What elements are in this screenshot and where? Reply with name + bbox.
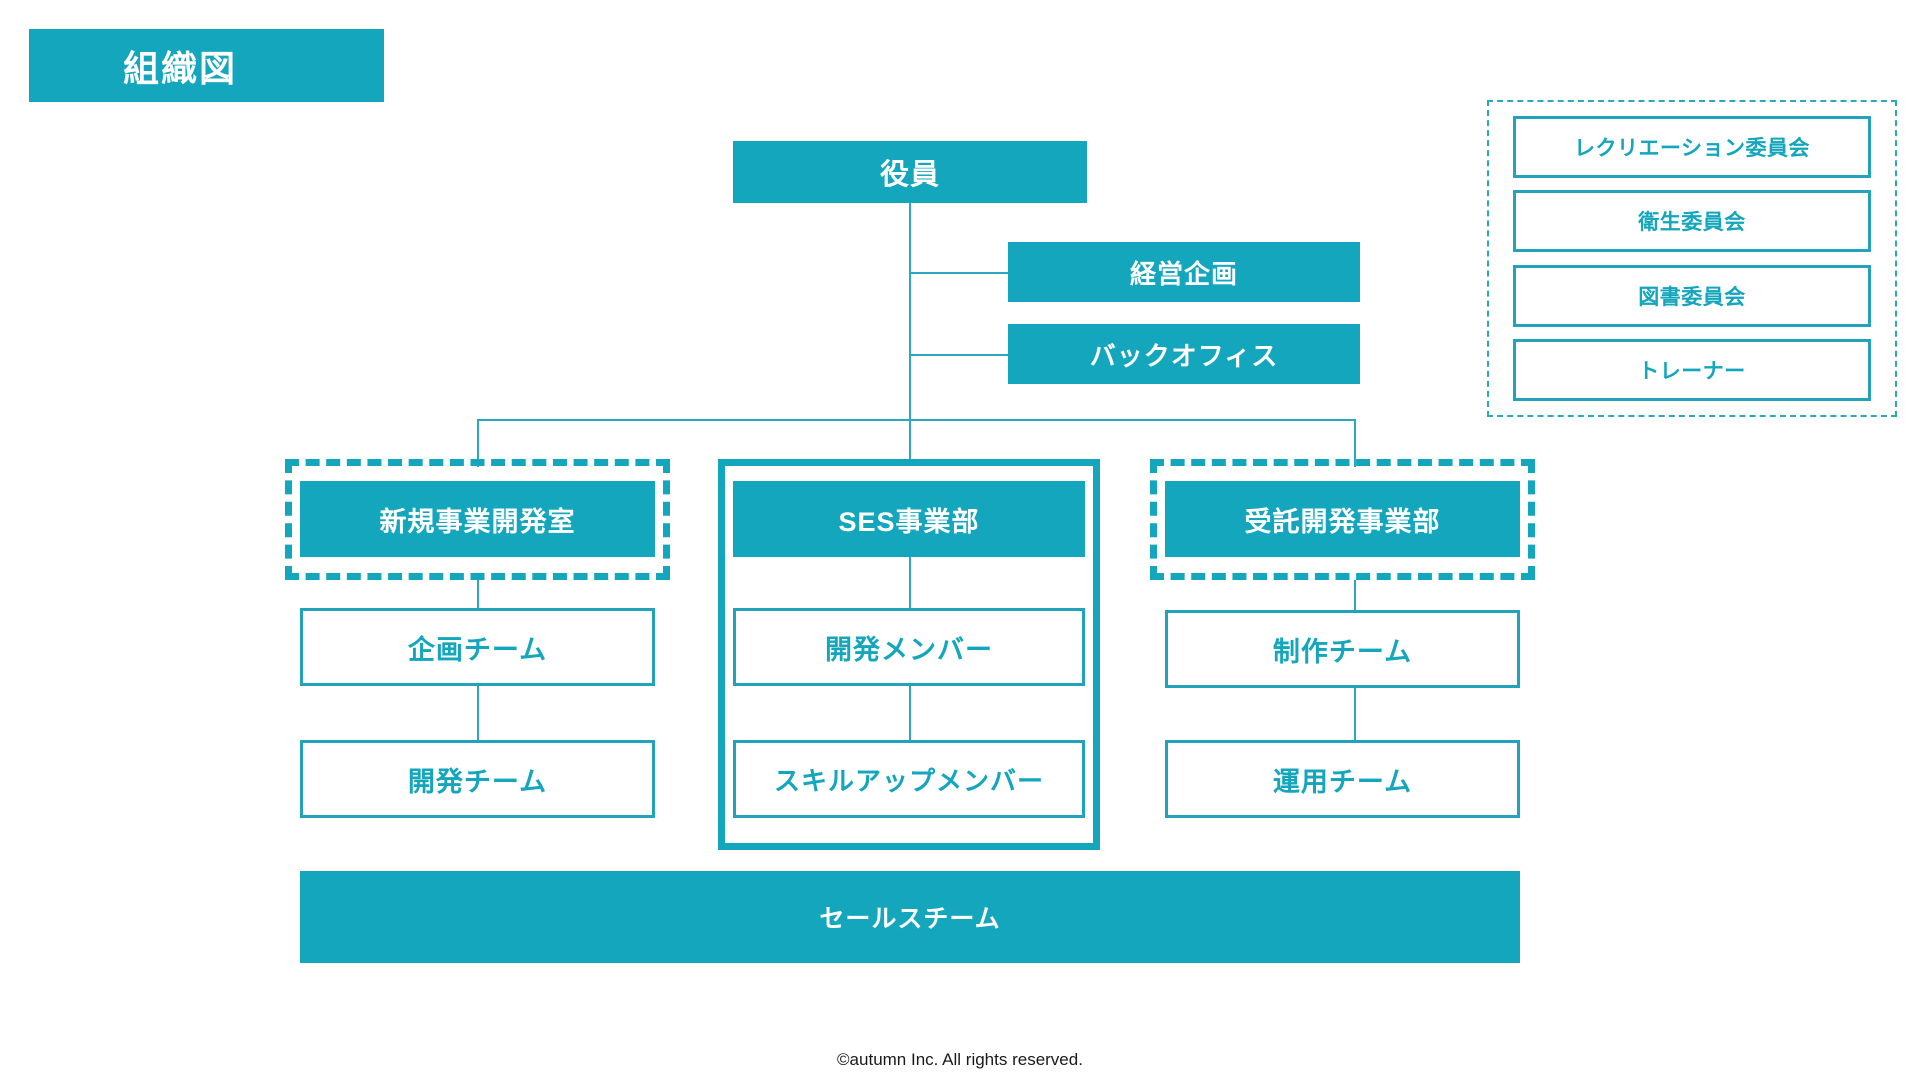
node-back-office[interactable]: バックオフィス	[1008, 324, 1360, 384]
node-team-unyo[interactable]: 運用チーム	[1165, 740, 1520, 818]
division-frame-ses	[718, 459, 1100, 850]
node-team-dev-member-label: 開発メンバー	[825, 634, 993, 665]
connector-shinki-to-team1	[477, 580, 479, 608]
node-team-skillup-member[interactable]: スキルアップメンバー	[733, 740, 1085, 818]
node-division-ses-label: SES事業部	[838, 506, 980, 537]
connector-drop-right	[1354, 419, 1356, 467]
committee-item-health[interactable]: 衛生委員会	[1513, 190, 1871, 253]
committee-item-health-label: 衛生委員会	[1638, 211, 1746, 235]
committee-item-recreation[interactable]: レクリエーション委員会	[1513, 116, 1871, 178]
committees-panel: レクリエーション委員会 衛生委員会 図書委員会 トレーナー	[1487, 100, 1897, 417]
committee-item-library[interactable]: 図書委員会	[1513, 264, 1871, 327]
division-frame-jutaku	[1150, 459, 1535, 580]
node-team-seisaku-label: 制作チーム	[1272, 636, 1413, 667]
connector-trunk-main	[909, 203, 911, 460]
node-executive[interactable]: 役員	[733, 141, 1087, 203]
node-team-unyo-label: 運用チーム	[1272, 766, 1413, 797]
node-keiei-kikaku[interactable]: 経営企画	[1008, 242, 1360, 302]
division-frame-shinki	[285, 459, 670, 580]
connector-to-keiei	[909, 272, 1009, 274]
node-division-shinki[interactable]: 新規事業開発室	[300, 481, 655, 557]
node-sales-team[interactable]: セールスチーム	[300, 871, 1520, 963]
node-team-seisaku[interactable]: 制作チーム	[1165, 610, 1520, 688]
node-team-kikaku[interactable]: 企画チーム	[300, 608, 655, 686]
node-team-skillup-member-label: スキルアップメンバー	[773, 765, 1044, 796]
node-keiei-kikaku-label: 経営企画	[1129, 258, 1238, 289]
connector-jutaku-team1-to-team2	[1354, 688, 1356, 740]
node-division-ses[interactable]: SES事業部	[733, 481, 1085, 557]
committee-item-recreation-label: レクリエーション委員会	[1573, 137, 1811, 160]
connector-ses-to-team1	[909, 557, 911, 608]
node-sales-team-label: セールスチーム	[819, 905, 1001, 933]
connector-shinki-team1-to-team2	[477, 686, 479, 740]
node-back-office-label: バックオフィス	[1089, 340, 1279, 371]
node-division-jutaku[interactable]: 受託開発事業部	[1165, 481, 1520, 557]
node-executive-label: 役員	[879, 159, 940, 191]
connector-to-backoffice	[909, 354, 1009, 356]
committee-item-trainer-label: トレーナー	[1638, 359, 1746, 383]
page-title: 組織図	[29, 29, 384, 102]
node-team-dev-member[interactable]: 開発メンバー	[733, 608, 1085, 686]
connector-division-bus	[477, 419, 1356, 421]
footer-copyright: ©autumn Inc. All rights reserved.	[837, 1050, 1083, 1069]
node-team-kaihatsu-shinki-label: 開発チーム	[407, 766, 548, 797]
node-division-shinki-label: 新規事業開発室	[379, 506, 576, 537]
committee-item-library-label: 図書委員会	[1638, 285, 1746, 309]
connector-jutaku-to-team1	[1354, 580, 1356, 610]
node-division-jutaku-label: 受託開発事業部	[1244, 506, 1441, 537]
node-team-kaihatsu-shinki[interactable]: 開発チーム	[300, 740, 655, 818]
committee-item-trainer[interactable]: トレーナー	[1513, 338, 1871, 401]
connector-drop-left	[477, 419, 479, 467]
node-team-kikaku-label: 企画チーム	[407, 634, 548, 665]
connector-ses-team1-to-team2	[909, 686, 911, 740]
